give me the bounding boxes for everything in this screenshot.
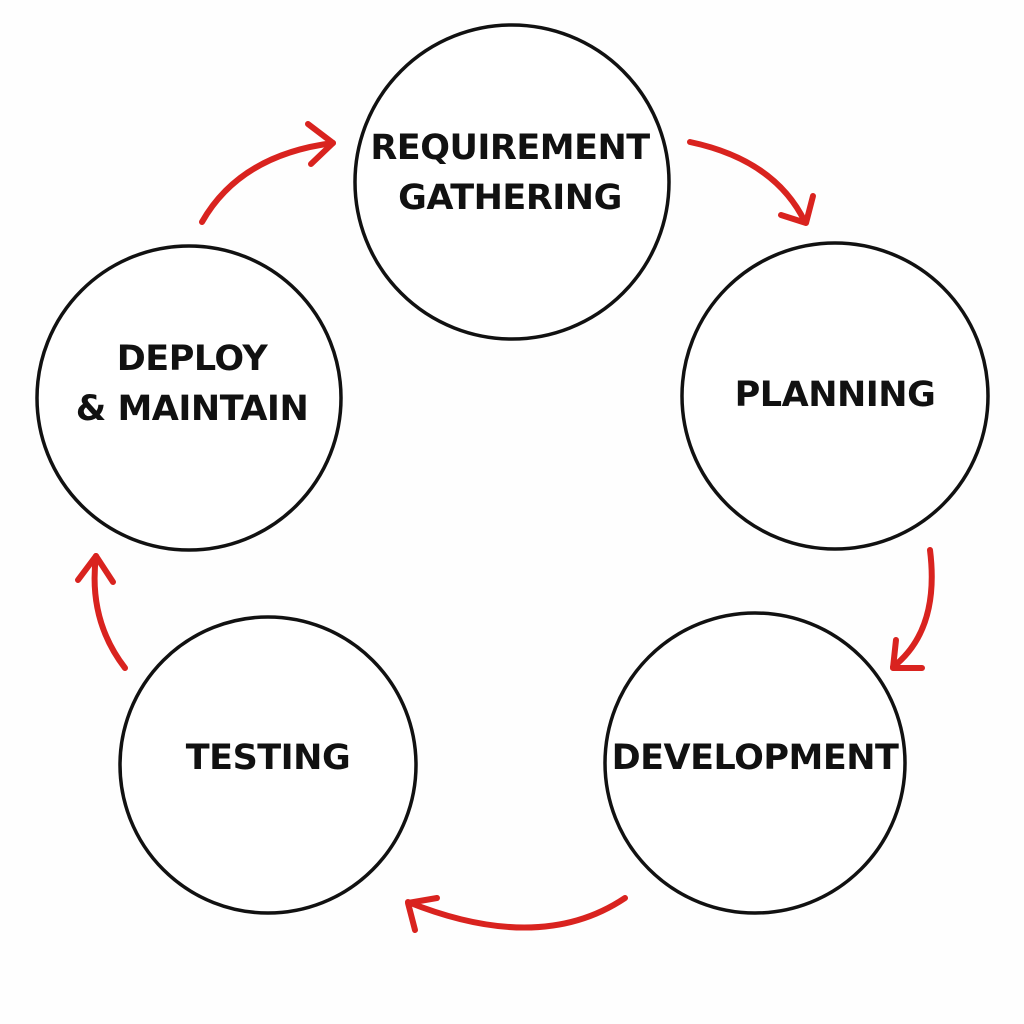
arrow-development-to-testing [405, 895, 628, 933]
stage-circle-development [603, 611, 907, 915]
stage-label-development: DEVELOPMENT [597, 728, 913, 788]
stage-circle-testing [118, 615, 418, 915]
stage-circle-requirement [353, 23, 671, 341]
stage-label-planning: PLANNING [685, 365, 985, 425]
stage-label-deploy: DEPLOY & MAINTAIN [37, 334, 347, 434]
stage-label-line: GATHERING [398, 178, 622, 218]
arrow-planning-to-development [890, 547, 935, 671]
stage-label-line: PLANNING [734, 375, 936, 415]
arrow-deploy-to-requirement [199, 121, 336, 225]
stage-label-line: REQUIREMENT [370, 128, 650, 168]
stage-label-line: DEVELOPMENT [611, 738, 899, 778]
stage-label-requirement: REQUIREMENT GATHERING [355, 123, 665, 223]
stage-label-testing: TESTING [118, 728, 418, 788]
arrow-requirement-to-planning [687, 139, 816, 226]
stage-circle-deploy [35, 244, 343, 552]
stage-label-line: DEPLOY [116, 339, 268, 379]
arrow-testing-to-deploy [75, 553, 128, 671]
stage-label-line: TESTING [185, 738, 351, 778]
stage-circle-planning [680, 241, 990, 551]
stage-label-line: & MAINTAIN [75, 389, 309, 429]
